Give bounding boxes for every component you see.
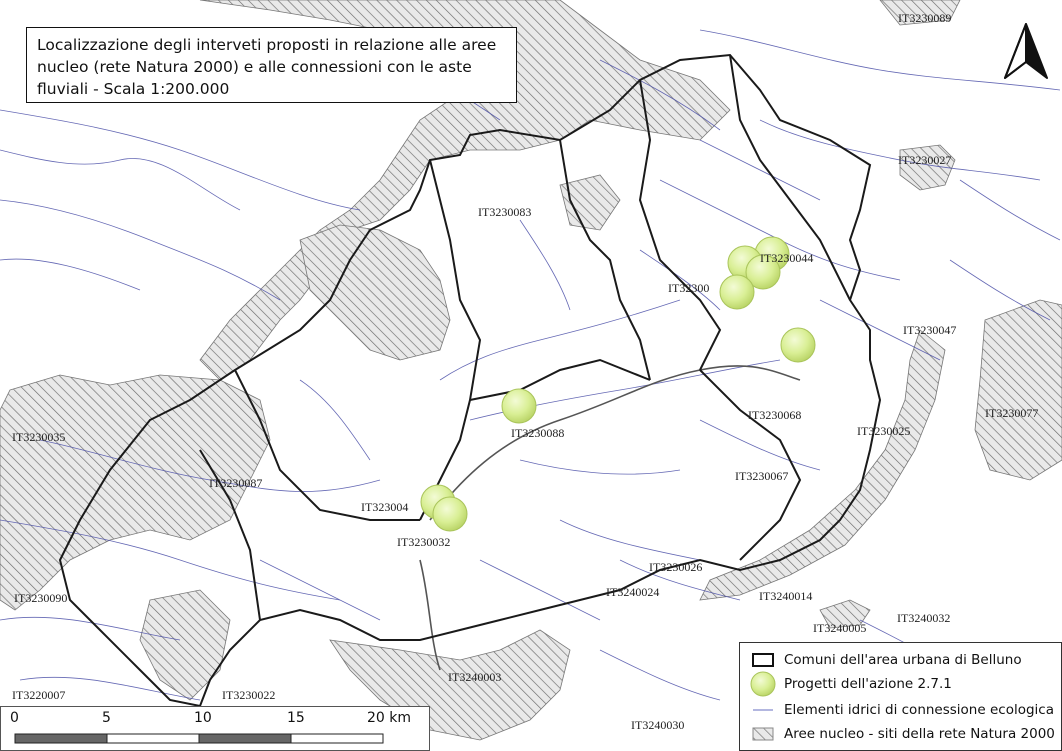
project-marker[interactable] [745, 254, 781, 290]
site-label: IT3230077 [985, 406, 1039, 420]
legend-item-comuni: Comuni dell'area urbana di Belluno [748, 649, 1022, 671]
north-arrow-icon [1004, 23, 1048, 79]
boundary-inner-1 [419, 159, 482, 521]
project-marker[interactable] [780, 327, 816, 363]
natura-area-center [299, 224, 451, 361]
site-label: IT3230035 [12, 430, 66, 444]
boundary-outer [58, 53, 882, 708]
natura-area-west [0, 374, 271, 611]
site-label: IT3230032 [397, 535, 451, 549]
project-markers [420, 236, 816, 532]
scale-bar-segments [14, 733, 384, 744]
legend-label: Progetti dell'azione 2.7.1 [784, 676, 952, 692]
site-label: IT3240030 [631, 718, 685, 732]
scale-tick-label: 10 [194, 710, 212, 726]
main-river [419, 365, 801, 671]
boundary-inner-3 [638, 79, 722, 371]
boundary-inner-5 [699, 369, 802, 561]
site-label: IT3230067 [735, 469, 789, 483]
boundary-inner-2 [559, 139, 651, 381]
boundary-inner-8 [469, 358, 651, 401]
legend-item-aree: Aree nucleo - siti della rete Natura 200… [748, 723, 1055, 745]
boundary-inner-7 [199, 449, 261, 621]
site-label: IT3230044 [760, 251, 814, 265]
site-label: IT3230088 [511, 426, 565, 440]
natura-area-northeast [899, 144, 956, 191]
site-label: IT323004 [361, 500, 409, 514]
river-line-icon [748, 699, 778, 721]
scale-bar: 0 5 10 15 20 km [0, 706, 430, 751]
site-label: IT3230087 [209, 476, 263, 490]
natura-area-east [974, 299, 1062, 481]
natura-area-south [329, 629, 571, 741]
natura-area-top-right [879, 0, 961, 26]
natura-area-southwest [139, 589, 231, 701]
site-label: IT3230068 [748, 408, 802, 422]
boundary-swatch-icon [748, 649, 778, 671]
legend-label: Comuni dell'area urbana di Belluno [784, 652, 1022, 668]
legend-item-progetti: Progetti dell'azione 2.7.1 [748, 671, 952, 697]
site-label: IT3240032 [897, 611, 951, 625]
natura-area-small-2 [559, 174, 621, 231]
site-label: IT3230083 [478, 205, 532, 219]
project-marker-icon [748, 671, 778, 697]
map-legend: Comuni dell'area urbana di Belluno Proge… [739, 642, 1062, 751]
scale-tick-label: 5 [102, 710, 111, 726]
site-label: IT32300 [668, 281, 710, 295]
project-marker[interactable] [432, 496, 468, 532]
project-marker[interactable] [719, 274, 755, 310]
site-label: IT3230047 [903, 323, 957, 337]
map-title: Localizzazione degli interveti proposti … [37, 36, 497, 98]
scale-tick-label: 20 km [367, 710, 412, 726]
hatch-swatch-icon [748, 723, 778, 745]
site-label: IT3230089 [898, 11, 952, 25]
site-label: IT3230026 [649, 560, 703, 574]
legend-label: Aree nucleo - siti della rete Natura 200… [784, 726, 1055, 742]
map-title-box: Localizzazione degli interveti proposti … [26, 27, 517, 103]
site-label: IT3240024 [606, 585, 660, 599]
site-label: IT3240005 [813, 621, 867, 635]
legend-label: Elementi idrici di connessione ecologica [784, 702, 1054, 718]
scale-tick-label: 0 [10, 710, 19, 726]
boundary-inner-4 [729, 54, 851, 301]
site-label: IT3230022 [222, 688, 276, 702]
site-label: IT3240003 [448, 670, 502, 684]
site-label: IT3230025 [857, 424, 911, 438]
boundary-inner-6 [234, 369, 420, 521]
project-marker[interactable] [501, 388, 537, 424]
site-label: IT3240014 [759, 589, 813, 603]
natura-area-east-strip [699, 329, 946, 601]
site-label: IT3220007 [12, 688, 66, 702]
municipality-boundaries [58, 53, 882, 708]
scale-tick-label: 15 [287, 710, 305, 726]
site-label: IT3230027 [898, 153, 952, 167]
legend-item-elementi: Elementi idrici di connessione ecologica [748, 699, 1054, 721]
site-label: IT3230090 [14, 591, 68, 605]
natura-area-small-1 [819, 599, 871, 629]
